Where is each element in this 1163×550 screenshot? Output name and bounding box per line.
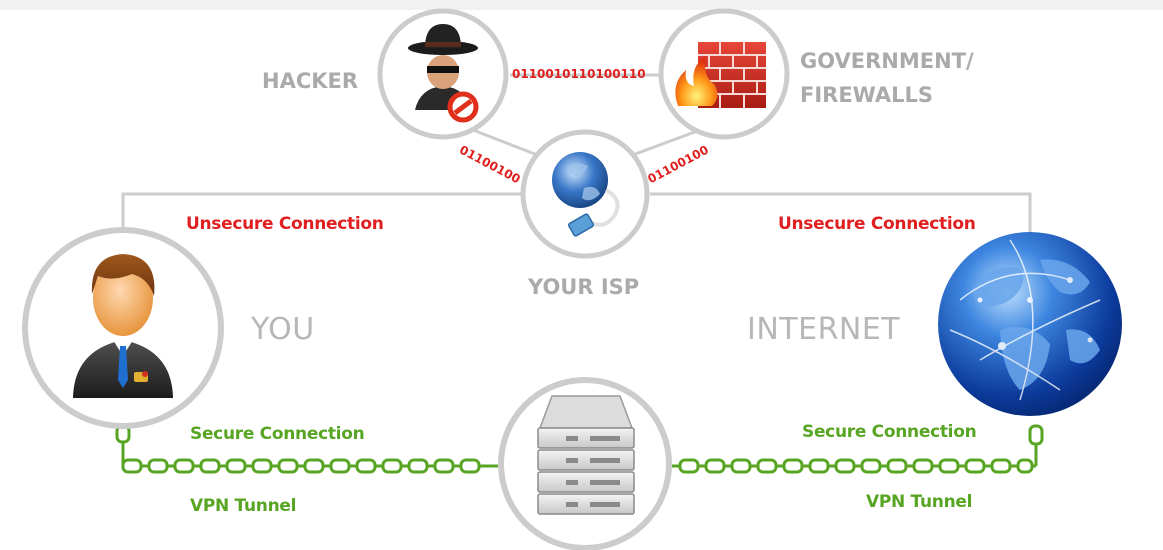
vpn-tunnel-left: VPN Tunnel: [190, 496, 297, 516]
government-label-line1: GOVERNMENT/: [800, 49, 974, 73]
government-label-line2: FIREWALLS: [800, 83, 934, 107]
internet-globe-icon: [949, 239, 1101, 401]
unsecure-path-lines: [121, 73, 1032, 238]
hacker-icon: [408, 24, 479, 123]
firewall-node: [658, 8, 790, 140]
unsecure-connection-left: Unsecure Connection: [186, 214, 384, 234]
vpn-server-node: [498, 377, 672, 550]
firewall-icon: [675, 42, 766, 108]
isp-node: [520, 129, 650, 259]
user-avatar-icon: [73, 254, 173, 398]
secure-connection-right: Secure Connection: [802, 422, 977, 442]
you-label: YOU: [251, 312, 315, 347]
hacker-label: HACKER: [262, 69, 359, 93]
secure-connection-left: Secure Connection: [190, 424, 365, 444]
hacker-node: [377, 8, 509, 140]
isp-label: YOUR ISP: [528, 275, 640, 299]
internet-node: [938, 232, 1122, 416]
unsecure-connection-right: Unsecure Connection: [778, 214, 976, 234]
binary-top: 0110010110100110: [512, 67, 646, 81]
vpn-tunnel-right: VPN Tunnel: [866, 492, 973, 512]
vpn-chain-left: [115, 424, 498, 474]
internet-label: INTERNET: [747, 312, 901, 347]
you-node: [22, 227, 224, 429]
isp-globe-icon: [552, 152, 620, 237]
server-stack-icon: [537, 395, 635, 515]
binary-left: 01100100: [457, 143, 523, 187]
binary-right: 01100100: [645, 143, 711, 187]
vpn-chain-right: [672, 424, 1044, 474]
